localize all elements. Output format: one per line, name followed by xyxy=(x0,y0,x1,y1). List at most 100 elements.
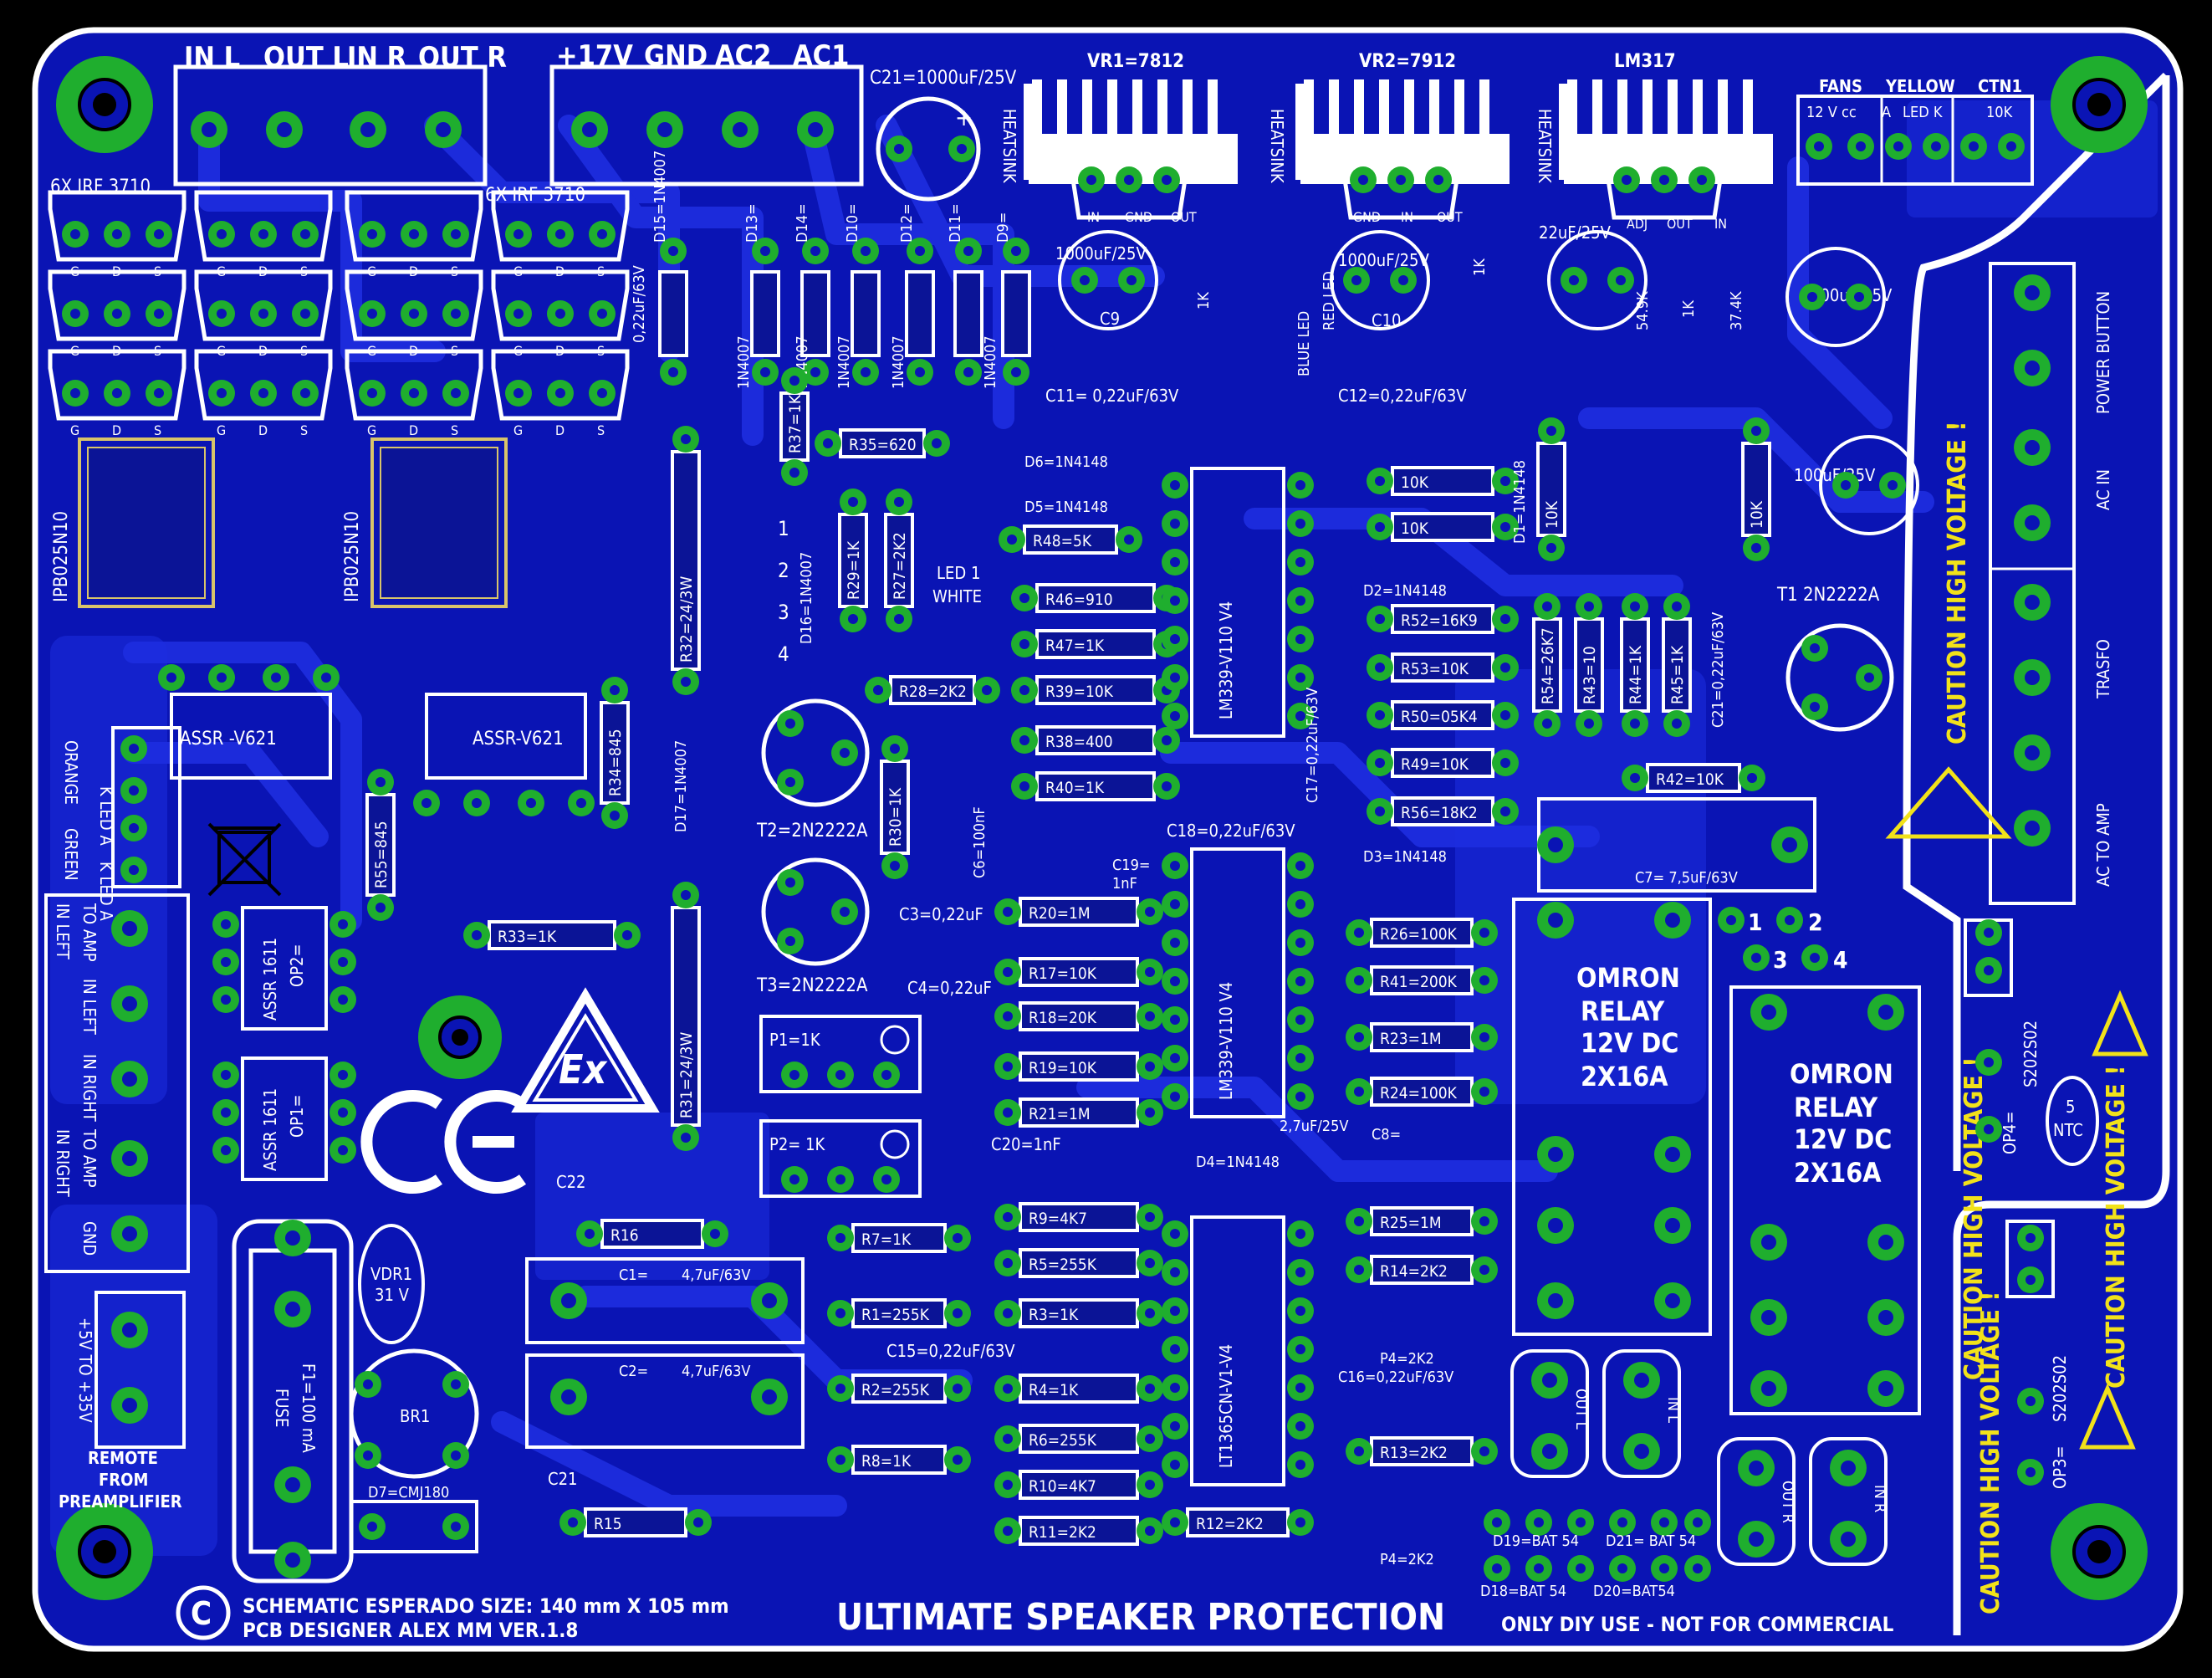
conn-label: OUT R xyxy=(418,41,507,74)
diode: D11= xyxy=(947,203,983,386)
resistor: R4=1K xyxy=(994,1374,1163,1404)
silk-label: R19=10K xyxy=(1029,1059,1097,1077)
conn-label: GND xyxy=(79,1221,100,1256)
pad xyxy=(827,1446,854,1473)
footer-schematic: SCHEMATIC ESPERADO SIZE: 140 mm X 105 mm xyxy=(243,1594,729,1618)
silk-label: D3=1N4148 xyxy=(1363,848,1447,866)
pad xyxy=(1846,284,1872,310)
pad xyxy=(1287,1451,1314,1478)
resistor: R39=10K xyxy=(1011,675,1180,705)
silk-label: R47=1K xyxy=(1045,637,1105,655)
mounting-hole xyxy=(2051,1503,2148,1600)
pad xyxy=(1879,472,1906,499)
pad xyxy=(685,1509,712,1536)
pad-label: OUT R xyxy=(1779,1481,1796,1523)
reg-label: HEATSINK xyxy=(999,109,1019,184)
fans-connector: FANS YELLOW CTN1 12 V cc A LED K 10K xyxy=(1796,76,2034,186)
pad xyxy=(250,380,277,407)
silk-label: R1=255K xyxy=(861,1306,930,1324)
silk-label: R14=2K2 xyxy=(1380,1262,1448,1281)
ce-mark-icon xyxy=(360,1090,527,1194)
pad xyxy=(1287,1083,1314,1110)
silk-label: R26=100K xyxy=(1380,925,1458,944)
pad xyxy=(781,1062,808,1088)
pad xyxy=(1162,1509,1188,1536)
silk-label: R21=1M xyxy=(1029,1105,1091,1123)
silk-label: R52=16K9 xyxy=(1401,611,1478,630)
pad xyxy=(994,1204,1021,1230)
caution-label: CAUTION HIGH VOLTAGE ! xyxy=(1976,1291,2005,1614)
silk-label: R18=20K xyxy=(1029,1009,1097,1027)
resistor: R54=26K7 xyxy=(1532,593,1562,737)
silk-label: 1K xyxy=(1680,300,1698,318)
pad xyxy=(672,668,699,695)
pad xyxy=(1538,417,1565,444)
pad xyxy=(1162,891,1188,918)
silk-label: 10K xyxy=(1401,519,1429,538)
pad xyxy=(1162,1006,1188,1033)
silk-label: C18=0,22uF/63V xyxy=(1167,821,1295,841)
silk-label: R34=845 xyxy=(606,729,625,796)
silk-label: R53=10K xyxy=(1401,660,1469,678)
pad xyxy=(1492,798,1519,825)
svg-text:+: + xyxy=(955,104,973,131)
conn-label: 10K xyxy=(1986,104,2013,121)
reg-label: HEATSINK xyxy=(1535,109,1555,184)
resistor: R42=10K xyxy=(1622,763,1765,793)
pad xyxy=(827,1375,854,1402)
assr-1611: ASSR 1611 OP2= ASSR 1611 OP1= xyxy=(212,906,356,1181)
conn-label: +17V xyxy=(556,39,633,73)
silk-label: D20=BAT54 xyxy=(1593,1583,1675,1600)
silk-label: R24=100K xyxy=(1380,1084,1458,1102)
pad xyxy=(1078,166,1105,193)
pad xyxy=(886,606,912,632)
capacitor-c21: C21=1000uF/25V + xyxy=(870,68,1017,202)
pad xyxy=(827,1300,854,1327)
pad xyxy=(1137,1375,1163,1402)
left-connector: K LED A K LED A ORANGE GREEN TO AMP IN L… xyxy=(44,726,190,1273)
pad xyxy=(1534,593,1561,620)
conn-label: ORANGE xyxy=(61,740,81,805)
pad xyxy=(1137,1425,1163,1452)
silk-label: R2=255K xyxy=(861,1381,930,1399)
silk-label: 0,22uF/63V xyxy=(631,265,648,343)
pad xyxy=(1137,1250,1163,1276)
pad xyxy=(781,459,808,486)
pad xyxy=(1622,593,1648,620)
pad xyxy=(359,221,386,248)
pad xyxy=(1622,765,1648,791)
pad xyxy=(1739,765,1765,791)
relay-pins: 1 2 3 4 xyxy=(1718,907,1848,974)
silk-label: R31=24/3W xyxy=(677,1032,696,1118)
pad xyxy=(944,1375,971,1402)
assr-v621: ASSR -V621 ASSR-V621 xyxy=(158,664,595,816)
pad xyxy=(1287,1413,1314,1440)
resistor: R43=10 xyxy=(1574,593,1604,737)
pin-label: S xyxy=(597,422,605,438)
pad xyxy=(1137,1471,1163,1498)
pad xyxy=(1663,593,1690,620)
resistor: R46=910 xyxy=(1011,583,1180,613)
silk-label: D10= xyxy=(844,203,861,243)
resistor: R2=255K xyxy=(827,1374,971,1404)
silk-label: R30=1K xyxy=(886,787,905,847)
pad xyxy=(840,489,866,515)
pad xyxy=(1287,1297,1314,1324)
silk-label: C20=1nF xyxy=(991,1134,1061,1154)
pad xyxy=(1534,710,1561,737)
pad xyxy=(923,430,950,457)
pad xyxy=(1367,514,1393,540)
conn-label: REMOTE xyxy=(88,1448,158,1468)
pad xyxy=(1162,664,1188,691)
conn-label: IN R xyxy=(347,41,406,74)
resistor: R32=24/3W xyxy=(671,426,701,695)
resistor: R13=2K2 xyxy=(1346,1436,1498,1466)
silk-label: D13= xyxy=(743,203,761,243)
silk-label: P4=2K2 xyxy=(1380,1350,1434,1368)
silk-label: VDR1 xyxy=(370,1264,412,1284)
pad xyxy=(547,380,574,407)
pad xyxy=(601,677,628,703)
silk-label: R46=910 xyxy=(1045,591,1113,609)
silk-label: P4=2K2 xyxy=(1380,1551,1434,1568)
pad xyxy=(1162,929,1188,956)
